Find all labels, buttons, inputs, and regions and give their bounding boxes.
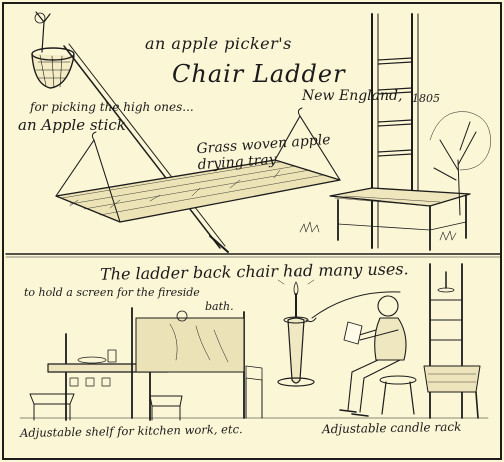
- apple-picker-basket: [31, 11, 75, 89]
- caption-screen: to hold a screen for the fireside: [24, 286, 200, 299]
- chair-ladder: [329, 13, 471, 251]
- candle-rack-chair: [423, 263, 481, 419]
- title-chair-ladder: Chair Ladder: [172, 60, 346, 88]
- caption-apple-stick: an Apple stick: [18, 116, 126, 134]
- candlestick: [277, 269, 315, 387]
- pointer-arrow: [311, 291, 401, 319]
- seated-reader: [339, 295, 417, 417]
- title-line-1: an apple picker's: [145, 34, 292, 53]
- origin-label: New England,: [302, 88, 403, 104]
- caption-bath: bath.: [205, 300, 234, 313]
- year-label: 1805: [412, 92, 440, 105]
- apple-tree: [429, 111, 491, 216]
- apple-stick: [63, 43, 229, 253]
- caption-picking: for picking the high ones...: [30, 100, 194, 114]
- drying-tray: [55, 107, 341, 223]
- fireside-screen: [131, 307, 263, 419]
- caption-candle-rack: Adjustable candle rack: [321, 419, 462, 437]
